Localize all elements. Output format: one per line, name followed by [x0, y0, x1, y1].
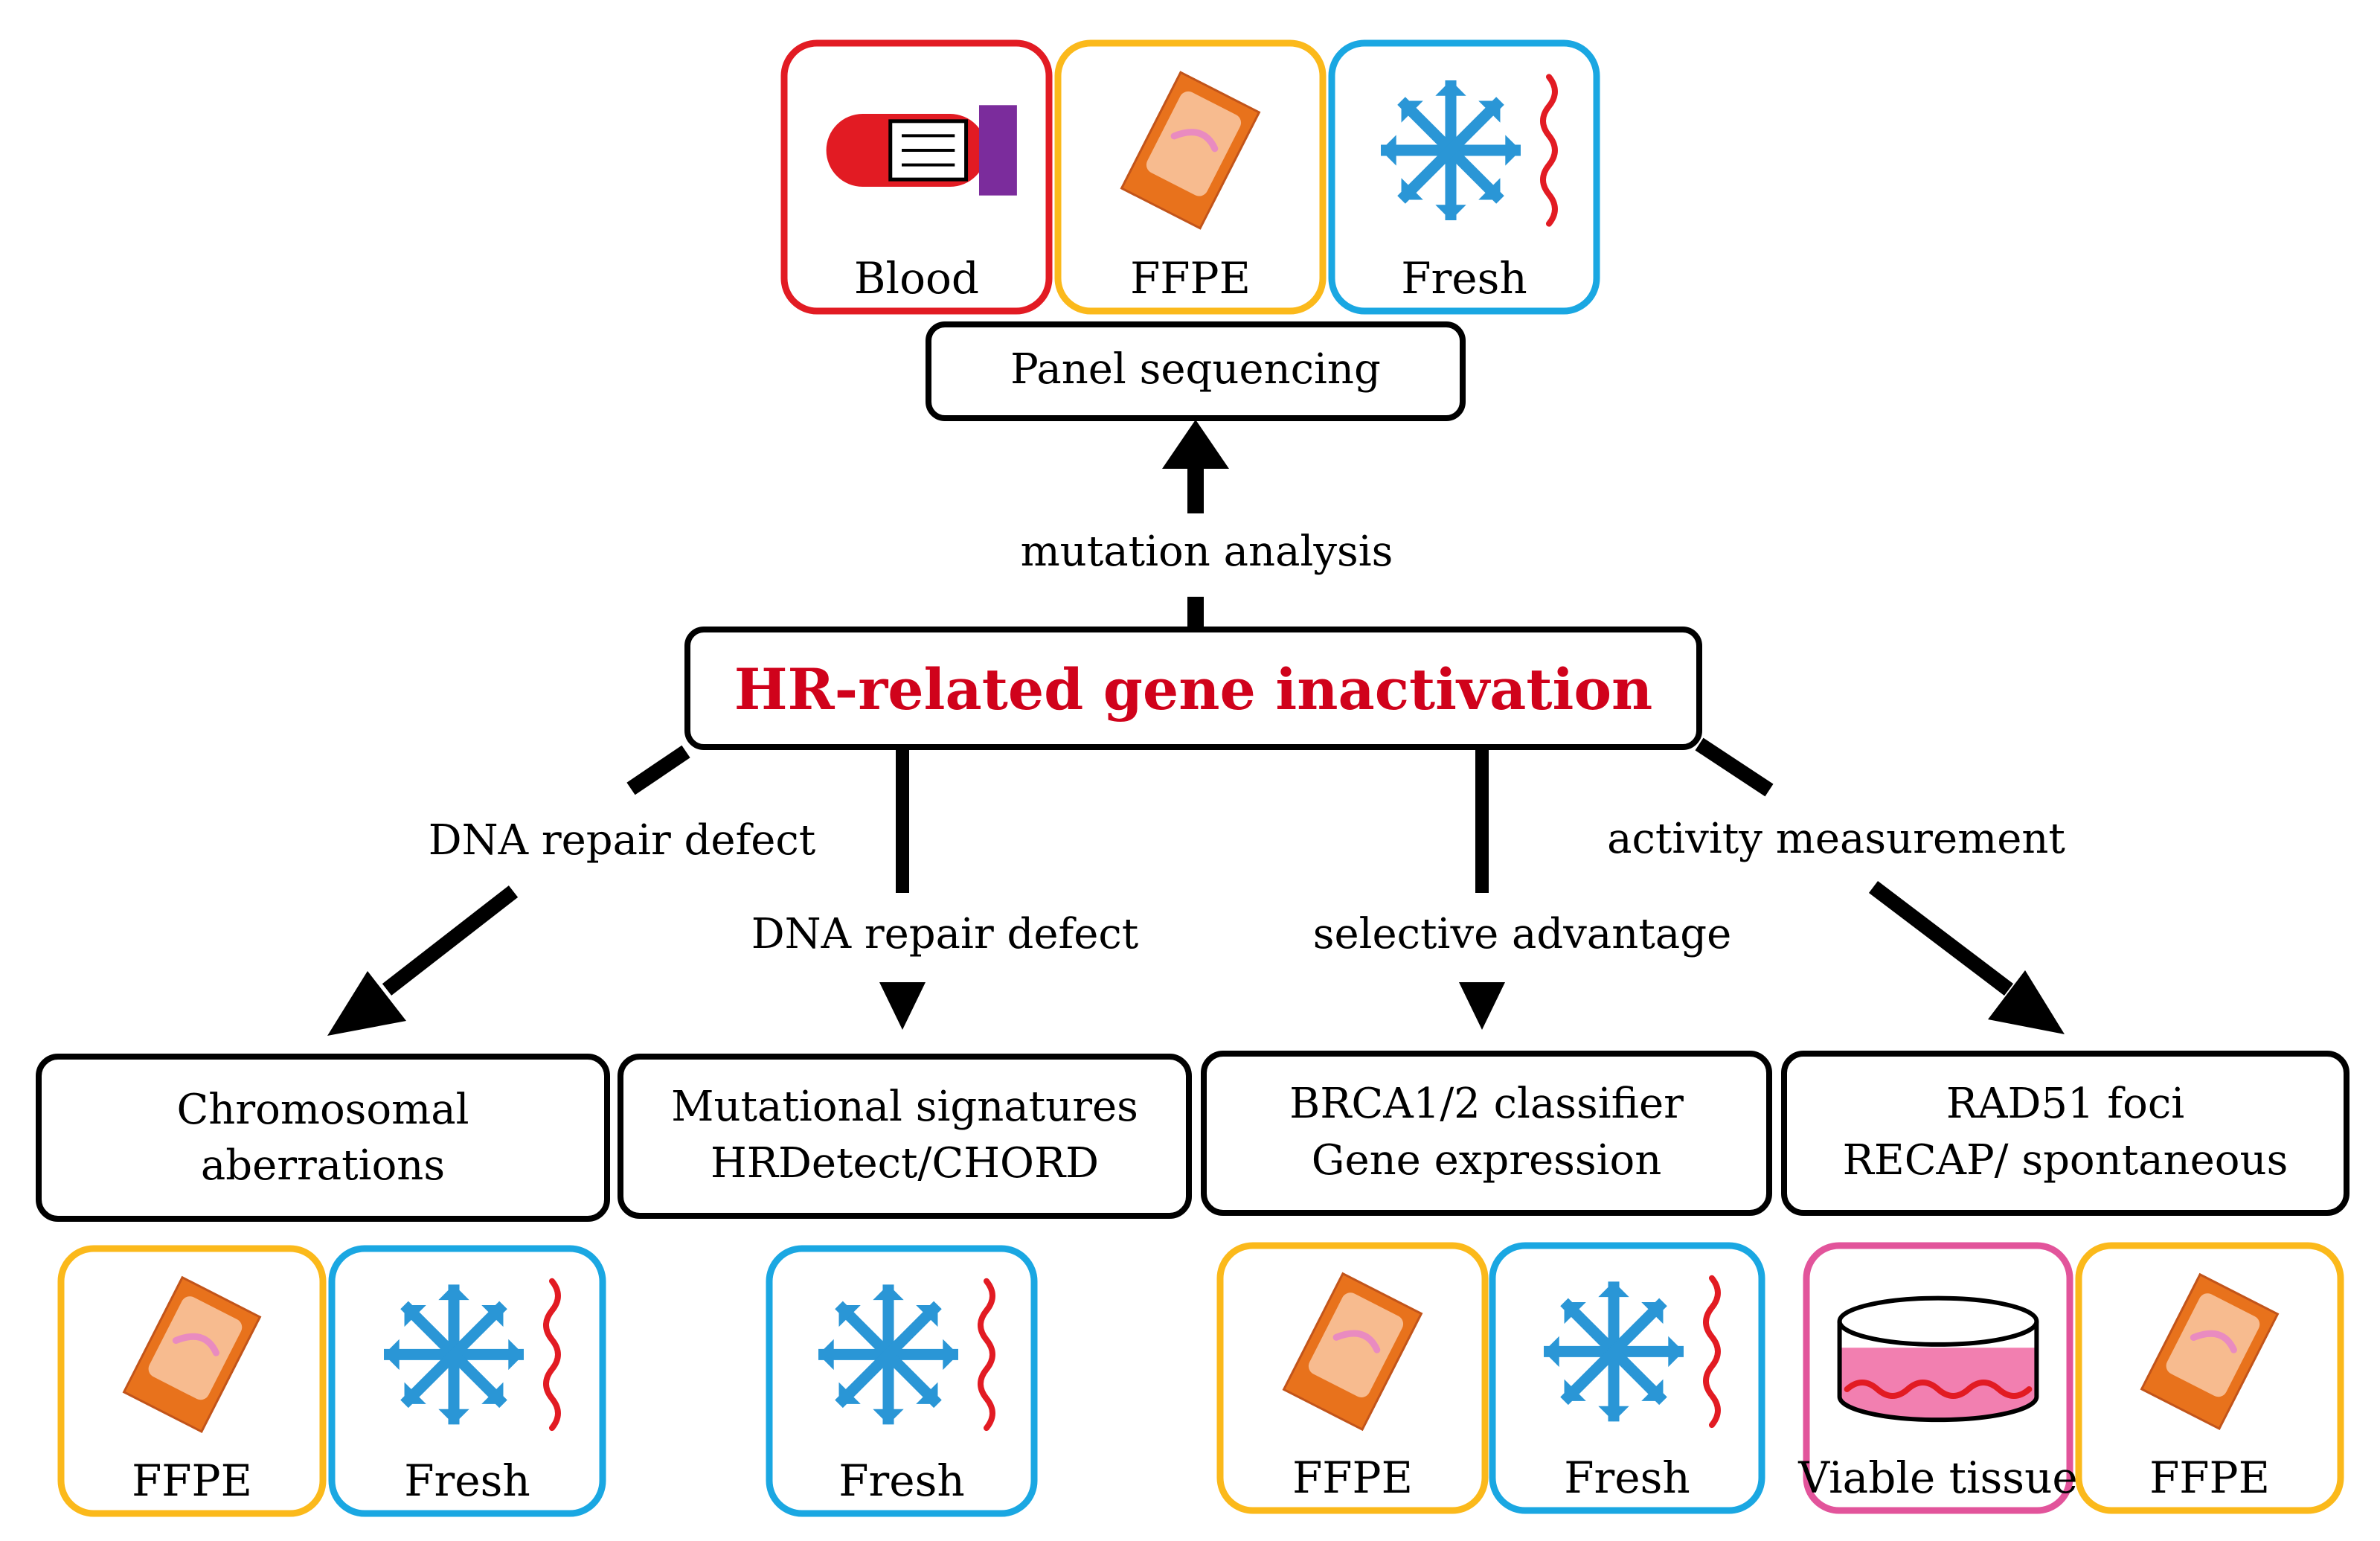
method-box-chromosomal: Chromosomal aberrations: [36, 1054, 610, 1222]
method-4-line2: RECAP/ spontaneous: [1843, 1136, 2288, 1185]
top-tile-label: Fresh: [1401, 253, 1527, 304]
ffpe-block-icon: [122, 1275, 262, 1433]
center-title: HR-related gene inactivation: [734, 656, 1653, 723]
mutation-analysis-label: mutation analysis: [1021, 528, 1393, 576]
method-1-line1: Chromosomal: [176, 1086, 469, 1134]
method-box-rad51-foci: RAD51 foci RECAP/ spontaneous: [1781, 1051, 2349, 1216]
snowflake-icon: [818, 1284, 958, 1425]
method-boxes: Chromosomal aberrations Mutational signa…: [36, 1051, 2349, 1222]
method-box-mutational-signatures: Mutational signatures HRDetect/CHORD: [618, 1054, 1192, 1219]
top-tile-label: Blood: [854, 253, 979, 304]
bottom-tile-label: Fresh: [404, 1455, 530, 1506]
blood-tube-icon: [826, 105, 1017, 196]
ffpe-block-icon: [1282, 1272, 1423, 1432]
bottom-tile-ffpe: FFPE: [2075, 1242, 2344, 1514]
mutation-arrowhead: [1162, 420, 1229, 469]
branch-1-line-upper: [626, 745, 690, 795]
branch-4-arrowhead: [1988, 970, 2065, 1034]
branch-3-arrowhead: [1459, 982, 1505, 1030]
branch-label-3: selective advantage: [1313, 910, 1732, 958]
method-box-brca-classifier: BRCA1/2 classifier Gene expression: [1201, 1051, 1772, 1216]
mutation-analysis-connector: mutation analysis: [1021, 420, 1393, 629]
bottom-tile-ffpe: FFPE: [57, 1245, 327, 1517]
wave-icon: [543, 1278, 561, 1432]
bottom-tile-label: Fresh: [838, 1455, 964, 1506]
ffpe-block-icon: [1120, 71, 1261, 230]
method-1-line2: aberrations: [201, 1141, 445, 1190]
branch-1-line-lower: [382, 885, 519, 996]
culture-dish-icon: [1837, 1295, 2039, 1423]
bottom-tile-fresh: Fresh: [1489, 1242, 1765, 1514]
branch-label-4: activity measurement: [1607, 815, 2065, 863]
bottom-tile-label: Fresh: [1564, 1452, 1690, 1503]
wave-icon: [978, 1278, 995, 1432]
bottom-tile-label: FFPE: [1292, 1452, 1413, 1503]
branch-4-line-lower: [1868, 881, 2014, 996]
branch-label-1: DNA repair defect: [429, 816, 816, 865]
snowflake-icon: [1381, 80, 1521, 220]
panel-sequencing-label: Panel sequencing: [1010, 345, 1381, 394]
center-box: HR-related gene inactivation: [684, 627, 1702, 750]
bottom-tile-fresh: Fresh: [328, 1245, 606, 1517]
branch-arrows: [327, 737, 2065, 1036]
wave-icon: [1540, 74, 1558, 227]
method-4-line1: RAD51 foci: [1946, 1080, 2184, 1128]
top-sample-tiles: Blood FFPE Fresh: [780, 39, 1600, 315]
branch-label-2: DNA repair defect: [751, 910, 1139, 958]
branch-1-arrowhead: [327, 971, 406, 1036]
bottom-tile-label: FFPE: [2149, 1452, 2270, 1503]
bottom-sample-tiles: FFPE Fresh Fresh FFPE Fresh Viable tissue FFPE: [57, 1242, 2344, 1517]
wave-icon: [1703, 1275, 1721, 1429]
method-2-line1: Mutational signatures: [671, 1083, 1138, 1131]
top-tile-label: FFPE: [1130, 253, 1251, 304]
bottom-tile-label: Viable tissue: [1797, 1452, 2078, 1503]
top-tile-fresh: Fresh: [1328, 39, 1600, 315]
top-tile-ffpe: FFPE: [1054, 39, 1327, 315]
ffpe-block-icon: [2140, 1272, 2280, 1430]
branch-labels: DNA repair defect DNA repair defect sele…: [429, 815, 2066, 958]
bottom-tile-fresh: Fresh: [766, 1245, 1038, 1517]
top-tile-blood: Blood: [780, 39, 1053, 315]
snowflake-icon: [1544, 1281, 1684, 1422]
bottom-tile-label: FFPE: [132, 1455, 252, 1506]
bottom-tile-ffpe: FFPE: [1216, 1242, 1489, 1514]
branch-4-line-upper: [1695, 737, 1774, 797]
bottom-tile-viable: Viable tissue: [1797, 1242, 2078, 1514]
method-2-line2: HRDetect/CHORD: [711, 1139, 1099, 1188]
panel-sequencing-box: Panel sequencing: [926, 321, 1466, 421]
method-3-line1: BRCA1/2 classifier: [1289, 1080, 1684, 1128]
method-3-line2: Gene expression: [1312, 1136, 1662, 1185]
snowflake-icon: [384, 1284, 524, 1425]
branch-2-arrowhead: [879, 982, 926, 1030]
